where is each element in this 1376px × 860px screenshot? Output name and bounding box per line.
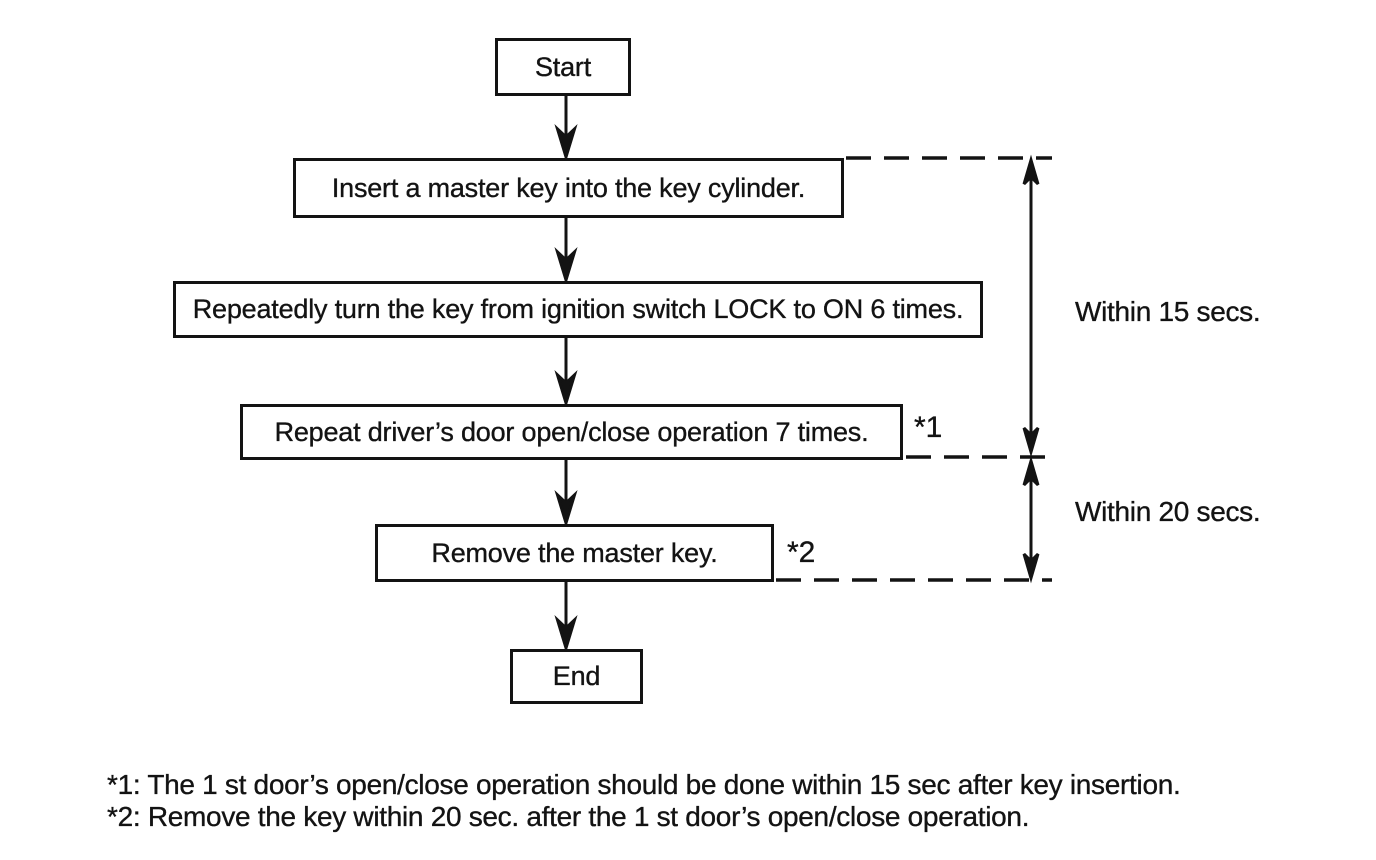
flowchart-node-door-open-close: Repeat driver’s door open/close operatio… (240, 404, 903, 460)
arrowhead-up-icon (1022, 154, 1040, 186)
flowchart-node-start: Start (495, 38, 631, 96)
arrowhead-down-icon (554, 247, 578, 286)
arrowhead-down-icon (554, 490, 578, 529)
footnotes-block: *1: The 1 st door’s open/close operation… (107, 769, 1181, 833)
flowchart-node-insert-key: Insert a master key into the key cylinde… (293, 158, 844, 218)
timing-label-within-20-secs: Within 20 secs. (1075, 496, 1261, 527)
footnote-marker-2: *2 (787, 536, 816, 569)
flowchart-node-remove-key: Remove the master key. (375, 524, 774, 582)
flowchart-node-turn-key: Repeatedly turn the key from ignition sw… (173, 281, 983, 338)
footnote-marker-1: *1 (914, 411, 943, 444)
timing-label-within-15-secs: Within 15 secs. (1075, 296, 1261, 327)
footnote-2: *2: Remove the key within 20 sec. after … (107, 801, 1030, 832)
arrowhead-down-icon (1022, 552, 1040, 584)
arrowhead-up-icon (1022, 455, 1040, 487)
footnote-1: *1: The 1 st door’s open/close operation… (107, 769, 1181, 800)
arrowhead-down-icon (554, 370, 578, 409)
flowchart-node-end: End (510, 649, 643, 704)
arrowhead-down-icon (554, 124, 578, 163)
arrowhead-down-icon (554, 615, 578, 654)
arrowhead-down-icon (1022, 426, 1040, 458)
